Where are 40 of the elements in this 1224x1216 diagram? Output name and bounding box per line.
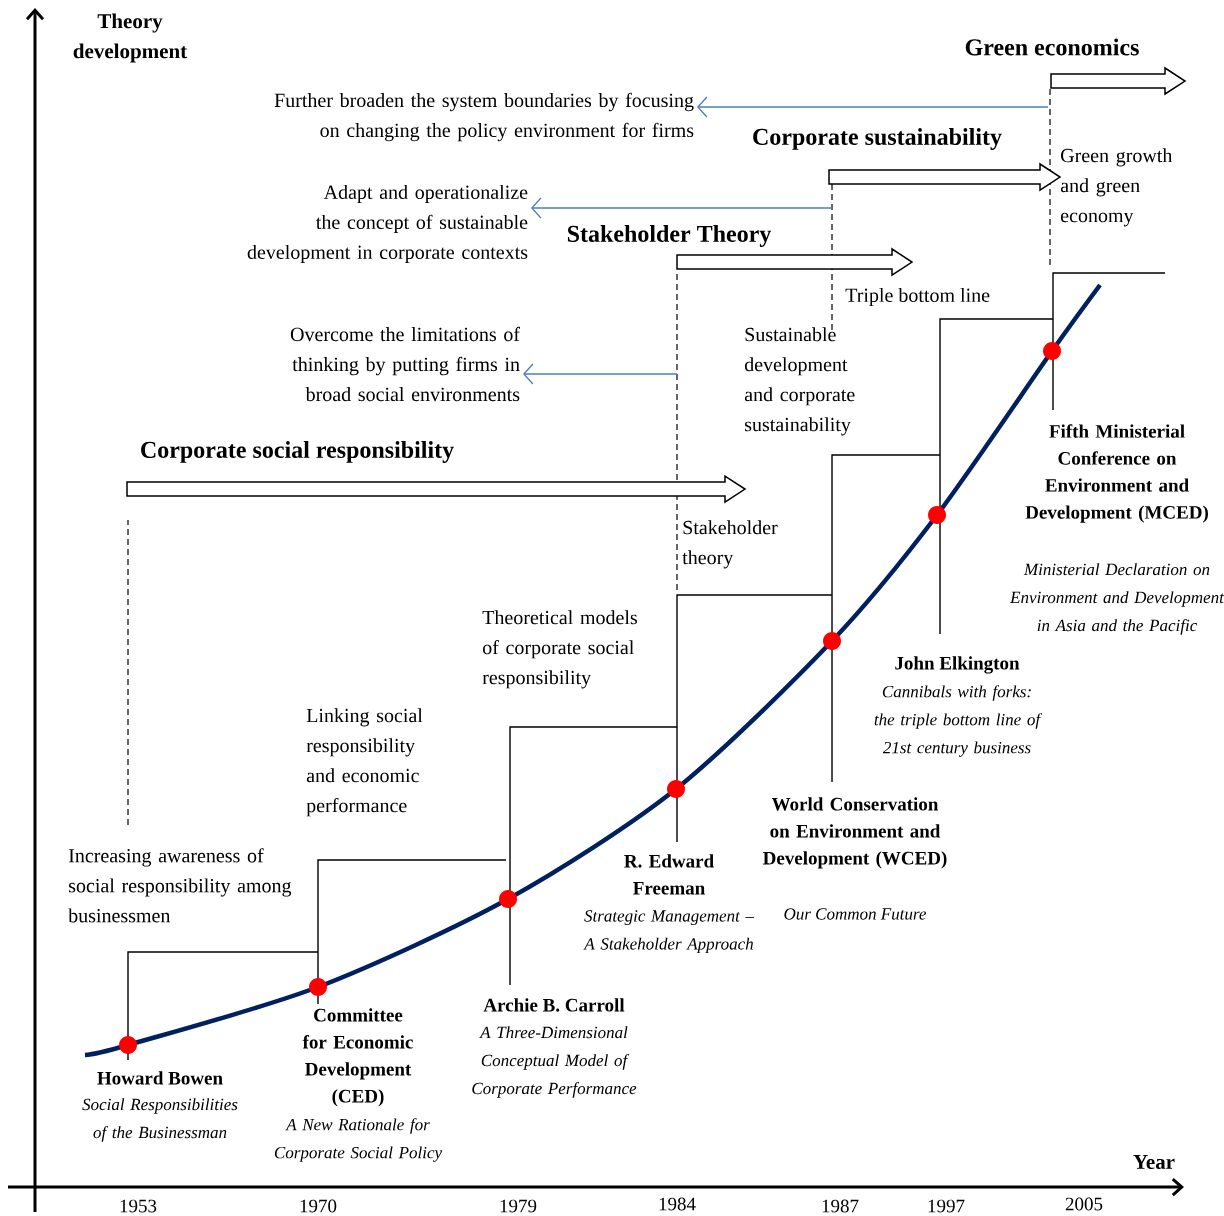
year-label: 1970 [300, 1199, 337, 1213]
stage-label: Green growth and green economy [1060, 148, 1173, 227]
stage-label: Theoretical models of corporate social responsibility [482, 610, 637, 689]
stage-label: Triple bottom line [845, 287, 990, 307]
publication-title: Cannibals with forks: the triple bottom line of 21st century business [874, 685, 1043, 757]
stage-label: Increasing awareness of social responsibility among businessmen [68, 848, 292, 923]
year-label: 1979 [500, 1199, 537, 1213]
theory-heading: Green economics [965, 38, 1139, 56]
publication-title: A Three-Dimensional Conceptual Model of Corporate Performance [472, 1026, 637, 1098]
milestone-name: R. Edward Freeman [624, 854, 714, 895]
arrow [531, 197, 833, 219]
arrow [523, 363, 678, 385]
publication-title: Social Responsibilities of the Businessman [82, 1098, 238, 1142]
milestone-name: World Conservation on Environment and Development (WCED) [763, 797, 947, 869]
axis-label: Theory development [73, 13, 188, 63]
theory-heading: Corporate social responsibility [141, 441, 454, 463]
arrow [697, 96, 1049, 118]
publication-title: A New Rationale for Corporate Social Policy [274, 1118, 443, 1162]
year-label: 1953 [120, 1199, 157, 1213]
milestone-name: John Elkington [895, 656, 1020, 674]
explanation-text: Further broaden the system boundaries by focusing on changing the policy environment for firms [274, 92, 694, 142]
explanation-text: Overcome the limitations of thinking by putting firms in broad social environments [290, 326, 521, 402]
year-label: 1984 [659, 1197, 696, 1211]
publication-title: Our Common Future [784, 908, 927, 920]
milestone-name: Fifth Ministerial Conference on Environment and Development (MCED) [1025, 424, 1208, 523]
axis-label: Year [1133, 1155, 1175, 1169]
publication-title: Strategic Management – A Stakeholder Approach [583, 910, 755, 954]
year-label: 2005 [1065, 1197, 1103, 1211]
milestone-name: Archie B. Carroll [483, 998, 625, 1012]
explanation-text: Adapt and operationalize the concept of sustainable development in corporate contexts [247, 184, 528, 264]
year-label: 1987 [822, 1199, 859, 1213]
milestone-name: Howard Bowen [97, 1071, 223, 1085]
stage-label: Stakeholder theory [682, 520, 778, 569]
publication-title: Ministerial Declaration on Environment and Development in Asia and the Pacific [1009, 563, 1224, 635]
stage-label: Sustainable development and corporate sustainability [744, 327, 855, 436]
theory-heading: Corporate sustainability [753, 128, 1002, 150]
stage-label: Linking social responsibility and economic performance [306, 708, 423, 817]
year-label: 1997 [928, 1199, 965, 1213]
milestone-name: Committee for Economic Development (CED) [302, 1008, 413, 1107]
theory-heading: Stakeholder Theory [567, 225, 772, 247]
